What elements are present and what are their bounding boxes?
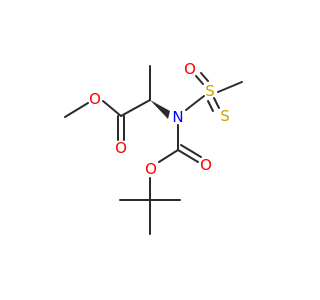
molecule-canvas: O O N O S S O O [64, 60, 243, 235]
bond-layer [64, 65, 243, 235]
bond-sulfur-o-double-1 [195, 75, 204, 85]
bond-ester-o-carbonyl-c [102, 100, 122, 117]
bond-sulfur-s-double-2 [213, 97, 220, 109]
atom-carbonyl-oxygen: O [115, 139, 127, 157]
bond-alpha-nitrogen-wedge [150, 100, 170, 119]
atom-sulfur-center: S [205, 82, 215, 100]
bond-sulfur-o-double-2 [200, 72, 209, 82]
atom-ester-oxygen: O [89, 90, 101, 108]
bond-carbonyl-alpha [120, 99, 151, 117]
bond-carbamate-o-double-2 [180, 144, 202, 158]
atom-carbamate-carbonyl-oxygen: O [200, 156, 212, 174]
atom-nitrogen: N [172, 108, 183, 126]
bond-methyl-ester-o [64, 102, 89, 118]
atom-sulfonyl-oxygen: O [184, 60, 196, 78]
molecule-structure: O O N O S S O O [64, 60, 243, 235]
atom-thio-sulfur: S [220, 107, 230, 125]
bond-carbamate-o-double-1 [177, 149, 199, 163]
atom-layer: O O N O S S O O [89, 60, 230, 178]
bond-carbamate-o-single [158, 149, 179, 163]
bond-nitrogen-sulfur [185, 95, 205, 111]
atom-carbamate-oxygen: O [145, 160, 157, 178]
bond-sulfur-s-double-1 [207, 100, 214, 112]
bond-sulfur-methyl [217, 81, 243, 93]
